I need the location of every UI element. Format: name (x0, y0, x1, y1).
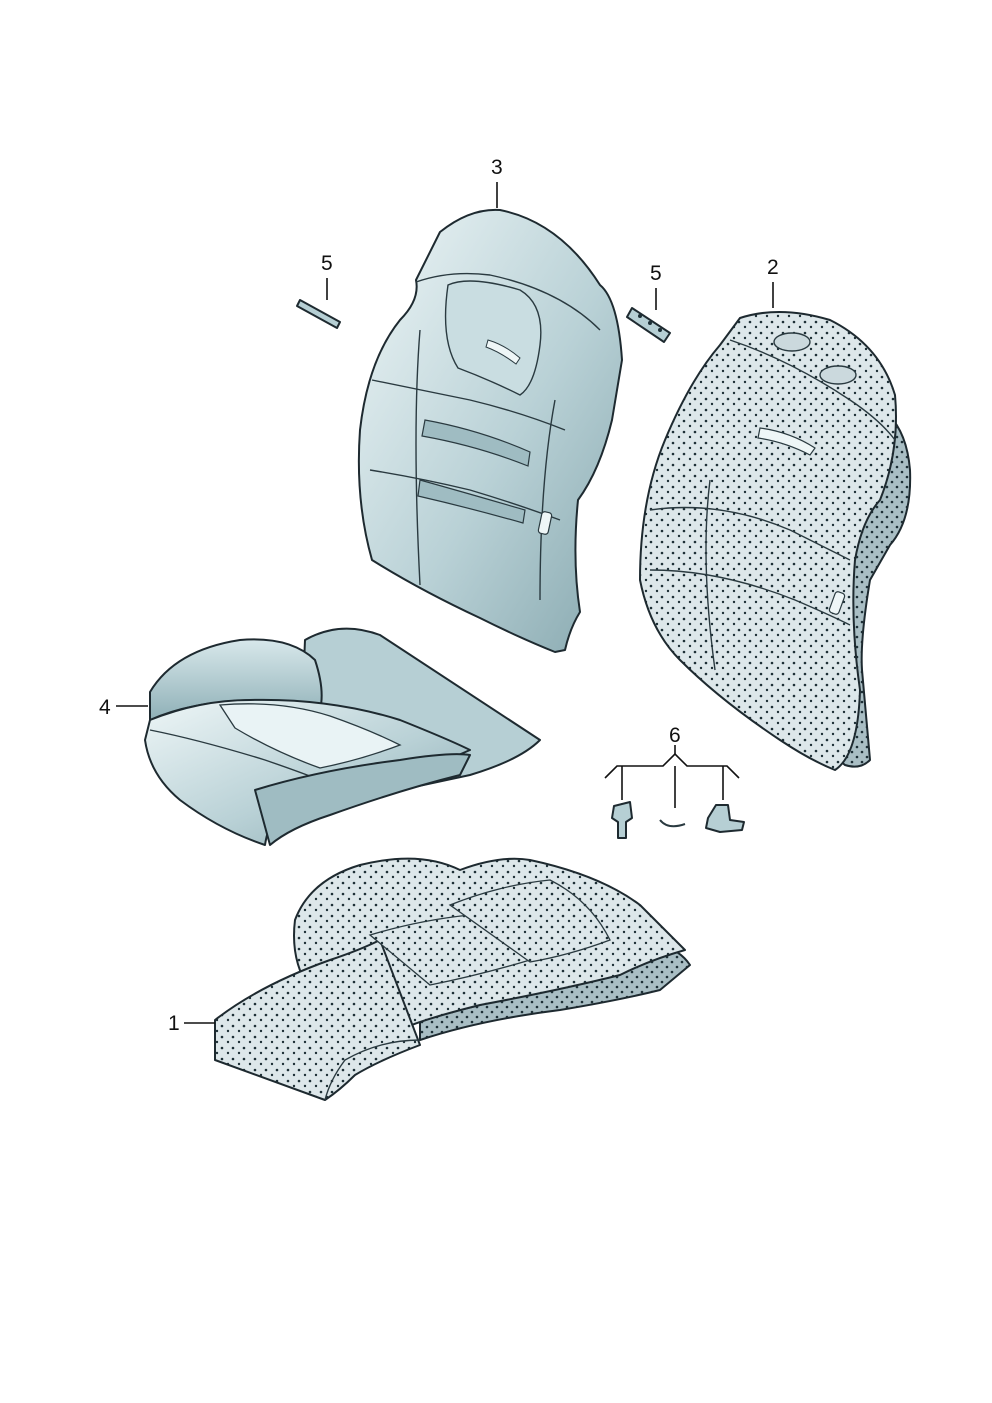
callout-5-left: 5 (321, 252, 333, 300)
svg-text:1: 1 (168, 1012, 180, 1035)
svg-text:2: 2 (767, 256, 779, 279)
backrest-cover (357, 208, 623, 653)
callout-1: 1 (168, 1012, 215, 1035)
svg-text:6: 6 (669, 724, 681, 747)
svg-text:5: 5 (321, 252, 333, 275)
strip-right (626, 307, 671, 343)
callout-5-right: 5 (650, 262, 662, 310)
clip-icon (611, 801, 633, 839)
callout-4: 4 (99, 696, 148, 719)
svg-text:5: 5 (650, 262, 662, 285)
callout-3: 3 (491, 156, 503, 208)
fastener-set (604, 745, 745, 839)
bracket-clip-icon (705, 804, 745, 833)
seat-cushion-foam (214, 857, 691, 1101)
seat-cover (144, 627, 541, 846)
callout-2: 2 (767, 256, 779, 308)
strip-left (296, 299, 341, 329)
backrest-foam (639, 311, 912, 771)
callout-6: 6 (669, 724, 681, 747)
svg-text:3: 3 (491, 156, 503, 179)
svg-text:4: 4 (99, 696, 111, 719)
ring-clip-icon (659, 819, 686, 828)
